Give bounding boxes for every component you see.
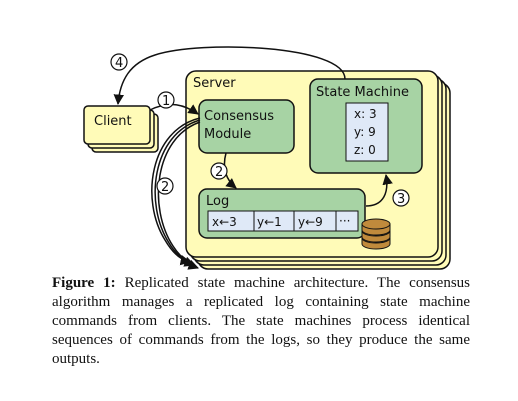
state-var-x: x: 3 bbox=[354, 107, 377, 121]
step-marker: 3 bbox=[392, 189, 410, 207]
consensus-module-box bbox=[198, 99, 295, 154]
log-entry: y←9 bbox=[298, 215, 323, 229]
arrows bbox=[113, 46, 393, 270]
caption-text: Replicated state machine architecture. T… bbox=[52, 275, 471, 367]
figure-caption: Figure 1: Replicated state machine archi… bbox=[52, 274, 470, 369]
state-var-y: y: 9 bbox=[354, 125, 376, 139]
consensus-label-line2: Module bbox=[204, 127, 251, 142]
svg-text:3: 3 bbox=[397, 192, 405, 207]
step-marker: 4 bbox=[110, 53, 128, 71]
log-entry-ellipsis: ··· bbox=[339, 214, 350, 228]
step-marker: 2 bbox=[156, 177, 174, 195]
replication-diagram: Server Client Consensus Module State Mac… bbox=[83, 46, 451, 270]
log-label: Log bbox=[206, 194, 229, 209]
svg-text:2: 2 bbox=[161, 180, 169, 195]
figure-label: Figure 1: bbox=[52, 275, 116, 291]
state-vars-box bbox=[345, 102, 389, 162]
server-label: Server bbox=[193, 76, 236, 91]
step-marker: 1 bbox=[157, 91, 175, 109]
svg-text:2: 2 bbox=[215, 165, 223, 180]
log-entry: y←1 bbox=[257, 215, 282, 229]
client-label: Client bbox=[94, 114, 132, 129]
disk-icon bbox=[361, 218, 391, 250]
step-marker: 2 bbox=[210, 162, 228, 180]
svg-text:4: 4 bbox=[115, 56, 123, 71]
consensus-label-line1: Consensus bbox=[204, 109, 274, 124]
state-machine-label: State Machine bbox=[316, 85, 409, 100]
svg-text:1: 1 bbox=[162, 94, 170, 109]
client-stack bbox=[83, 105, 159, 153]
log-entries bbox=[207, 210, 359, 232]
state-var-z: z: 0 bbox=[354, 143, 376, 157]
log-entry: x←3 bbox=[212, 215, 237, 229]
